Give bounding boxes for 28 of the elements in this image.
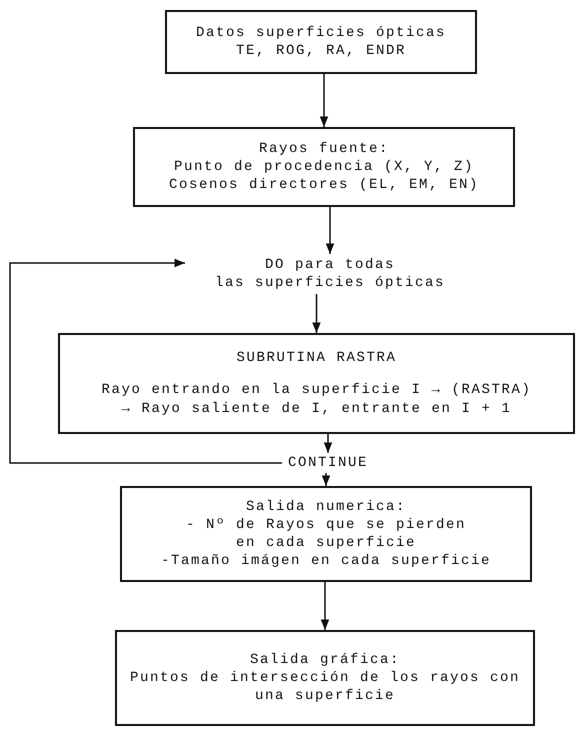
arrow — [322, 473, 330, 486]
arrow — [324, 434, 332, 453]
arrow — [320, 74, 328, 127]
subroutine-box — [58, 333, 575, 434]
arrow — [9, 258, 282, 464]
box-heading: Rayos fuente: — [258, 140, 390, 158]
box-text: Cosenos directores (EL, EM, EN) — [168, 176, 480, 194]
box-text: Rayo entrando en la superficie I → (RASTRA) — [101, 381, 532, 400]
arrow — [312, 294, 321, 333]
output-box — [120, 486, 532, 582]
loop-start-text: DO para todas — [264, 256, 396, 274]
box-text: -Tamaño imágen en cada superficie — [160, 552, 492, 570]
box-text: → Rayo saliente de I, entrante en I + 1 — [121, 400, 512, 418]
loop-end-text: CONTINUE — [288, 454, 368, 472]
box-text: TE, ROG, RA, ENDR — [236, 42, 406, 60]
box-text: Puntos de intersección de los rayos con una superficie — [128, 668, 522, 706]
process-box — [133, 127, 515, 207]
box-heading: Salida numerica: — [246, 498, 406, 516]
box-text: Punto de procedencia (X, Y, Z) — [174, 158, 474, 176]
loop-start-text: las superficies ópticas — [214, 274, 446, 292]
arrow — [326, 207, 334, 254]
box-heading: Datos superficies ópticas — [196, 24, 446, 42]
process-box — [165, 10, 477, 74]
box-heading: Salida gráfica: — [250, 650, 400, 669]
arrow — [320, 582, 330, 630]
output-box — [115, 630, 535, 726]
box-heading: SUBRUTINA RASTRA — [236, 349, 397, 368]
box-text: - Nº de Rayos que se pierden en cada superficie — [184, 516, 468, 552]
